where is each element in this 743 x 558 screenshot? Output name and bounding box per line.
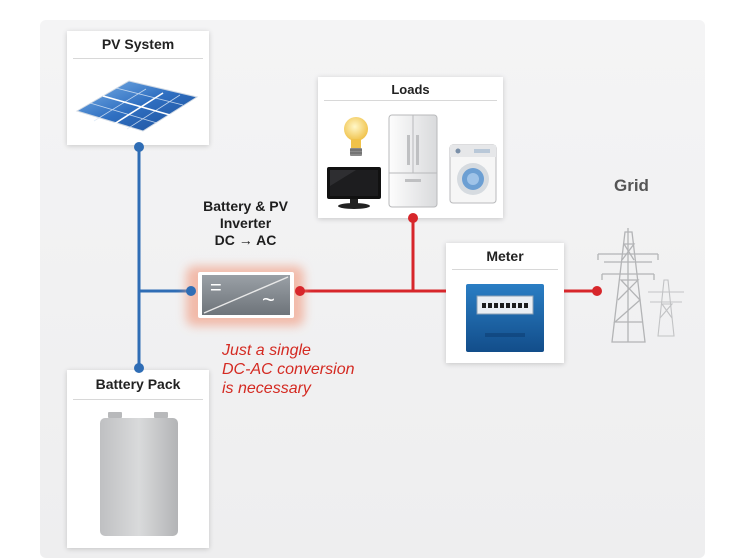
washing-machine-icon <box>449 144 497 204</box>
tv-icon <box>327 167 381 209</box>
solar-panel-icon <box>75 80 199 132</box>
node-loads <box>408 213 418 223</box>
battery-pack-title: Battery Pack <box>95 376 181 392</box>
inverter-label-line-2: Inverter <box>219 215 272 231</box>
battery-pack-card: Battery Pack <box>67 370 209 548</box>
meter-divider <box>452 269 558 270</box>
power-tower-small-icon <box>648 279 684 337</box>
node-inverter-ac <box>295 286 305 296</box>
grid-title: Grid <box>614 176 649 195</box>
pv-divider <box>73 58 203 59</box>
node-battery <box>134 363 144 373</box>
power-tower-icon <box>597 228 659 343</box>
loads-card: Loads <box>318 77 503 218</box>
node-pv <box>134 142 144 152</box>
pv-system-title: PV System <box>101 36 175 52</box>
dc-symbol: = <box>210 277 222 299</box>
conversion-note: Just a single DC-AC conversion is necess… <box>222 341 354 398</box>
inverter-label-line-3: DC → AC <box>214 232 277 248</box>
meter-title: Meter <box>486 248 524 264</box>
pv-system-card: PV System <box>67 31 209 145</box>
ac-symbol: ~ <box>262 287 275 312</box>
meter-icon <box>466 284 544 352</box>
meter-card: Meter <box>446 243 564 363</box>
loads-divider <box>324 100 497 101</box>
note-line-1: Just a single <box>222 342 311 359</box>
inverter-label-line-1: Battery & PV <box>203 198 288 214</box>
battery-icon <box>100 412 178 536</box>
note-line-3: is necessary <box>222 380 311 397</box>
note-line-2: DC-AC conversion <box>222 361 355 378</box>
inverter-diagonal <box>203 276 289 314</box>
loads-title: Loads <box>391 82 430 97</box>
node-inverter-dc <box>186 286 196 296</box>
node-grid <box>592 286 602 296</box>
battery-divider <box>73 399 203 400</box>
fridge-icon <box>388 114 438 208</box>
light-bulb-icon <box>344 117 368 156</box>
inverter-label: Battery & PV Inverter DC → AC <box>183 198 308 249</box>
